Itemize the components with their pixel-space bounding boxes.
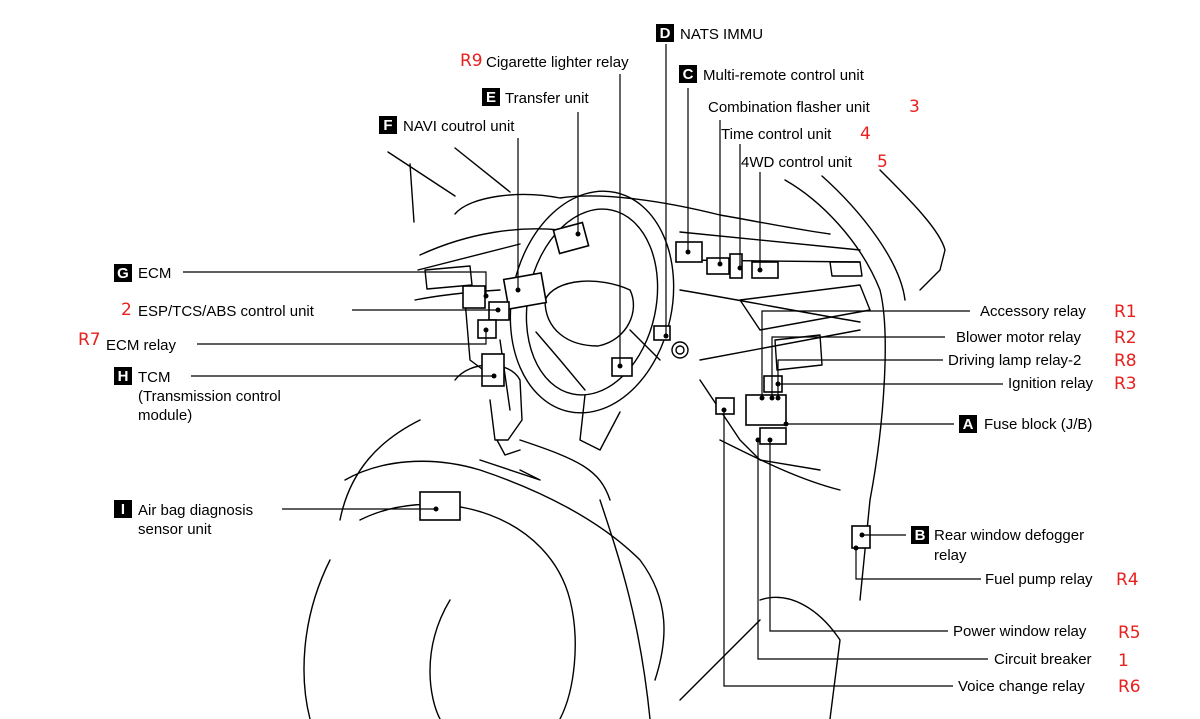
label-text: Air bag diagnosis [138,502,253,519]
label-text: 4WD control unit [741,154,853,171]
label-text: Fuel pump relay [985,571,1093,588]
ref-code: 4 [860,124,871,144]
label-text: Transfer unit [505,90,589,107]
label-circuit-breaker: Circuit breaker 1 [994,651,1129,671]
label-text-line2: relay [934,547,967,564]
ref-code: 2 [121,300,132,320]
label-nats-immu: D NATS IMMU [656,24,763,43]
label-text: ECM [138,265,171,282]
label-text: Time control unit [721,126,832,143]
label-text: Circuit breaker [994,651,1092,668]
key-letter: D [660,25,671,42]
label-text: Combination flasher unit [708,99,871,116]
label-transfer-unit: E Transfer unit [482,88,589,107]
ref-code: R1 [1114,302,1137,322]
label-text: Ignition relay [1008,375,1094,392]
key-letter: B [915,527,926,544]
ref-code: R4 [1116,570,1139,590]
ref-code: R6 [1118,677,1141,697]
leader-dots [433,231,865,551]
label-time-control-unit: Time control unit 4 [721,124,871,144]
ref-code: R7 [78,330,101,350]
label-ignition-relay: Ignition relay R3 [1008,374,1137,394]
label-esp-tcs-abs-control-unit: 2 ESP/TCS/ABS control unit [121,300,315,320]
label-text: Power window relay [953,623,1087,640]
label-accessory-relay: Accessory relay R1 [980,302,1137,322]
navi-box [502,272,548,310]
label-text: Cigarette lighter relay [486,54,629,71]
key-letter: A [963,416,974,433]
callout-labels: D NATS IMMU R9 Cigarette lighter relay C… [78,24,1141,697]
ref-code: R2 [1114,328,1137,348]
label-text: Voice change relay [958,678,1085,695]
label-text: Rear window defogger [934,527,1084,544]
fwd-control-box [751,261,779,279]
ref-code: R8 [1114,351,1137,371]
label-text: ESP/TCS/ABS control unit [138,303,315,320]
label-air-bag-diagnosis-sensor-unit: I Air bag diagnosis sensor unit [114,500,253,538]
label-cigarette-lighter-relay: R9 Cigarette lighter relay [460,51,629,71]
label-blower-motor-relay: Blower motor relay R2 [956,328,1137,348]
label-text: TCM [138,369,171,386]
label-power-window-relay: Power window relay R5 [953,623,1141,643]
label-text: Accessory relay [980,303,1086,320]
label-text-line2: sensor unit [138,521,212,538]
label-voice-change-relay: Voice change relay R6 [958,677,1141,697]
label-text: Blower motor relay [956,329,1082,346]
circuit-breaker-box [759,427,787,445]
key-letter: H [118,368,129,385]
label-rear-window-defogger-relay: B Rear window defogger relay [911,526,1084,564]
voice-relay-box [715,397,735,415]
ref-code: 5 [877,152,888,172]
label-text: NATS IMMU [680,26,763,43]
key-letter: C [683,66,694,83]
label-4wd-control-unit: 4WD control unit 5 [741,152,888,172]
label-tcm: H TCM (Transmission control module) [114,367,281,424]
label-text: NAVI coutrol unit [403,118,515,135]
ref-code: R9 [460,51,483,71]
label-text-line3: module) [138,407,192,424]
ref-code: 3 [909,97,920,117]
time-control-box [729,253,743,279]
leader-lines [183,44,1003,687]
label-text: ECM relay [106,337,177,354]
label-text: Multi-remote control unit [703,67,865,84]
label-text: Fuse block (J/B) [984,416,1092,433]
transfer-unit-box [552,221,590,255]
key-letter: I [121,501,125,518]
ref-code: 1 [1118,651,1129,671]
label-navi-control-unit: F NAVI coutrol unit [379,116,515,135]
label-ecm: G ECM [114,264,171,282]
key-letter: G [117,265,129,282]
label-fuel-pump-relay: Fuel pump relay R4 [985,570,1139,590]
label-combination-flasher-unit: Combination flasher unit 3 [708,97,920,117]
flasher-box [706,257,730,275]
label-fuse-block: A Fuse block (J/B) [959,415,1092,433]
ref-code: R3 [1114,374,1137,394]
key-letter: F [383,117,392,134]
label-multi-remote-control-unit: C Multi-remote control unit [679,65,865,84]
key-letter: E [486,89,496,106]
ecm-box [462,285,486,309]
tcm-box [481,353,505,387]
airbag-box [419,491,461,521]
label-ecm-relay: R7 ECM relay [78,330,177,354]
label-text-line2: (Transmission control [138,388,281,405]
label-text: Driving lamp relay-2 [948,352,1081,369]
label-driving-lamp-relay: Driving lamp relay-2 R8 [948,351,1137,371]
interior-drawing [303,147,946,719]
ref-code: R5 [1118,623,1141,643]
components [419,221,871,549]
